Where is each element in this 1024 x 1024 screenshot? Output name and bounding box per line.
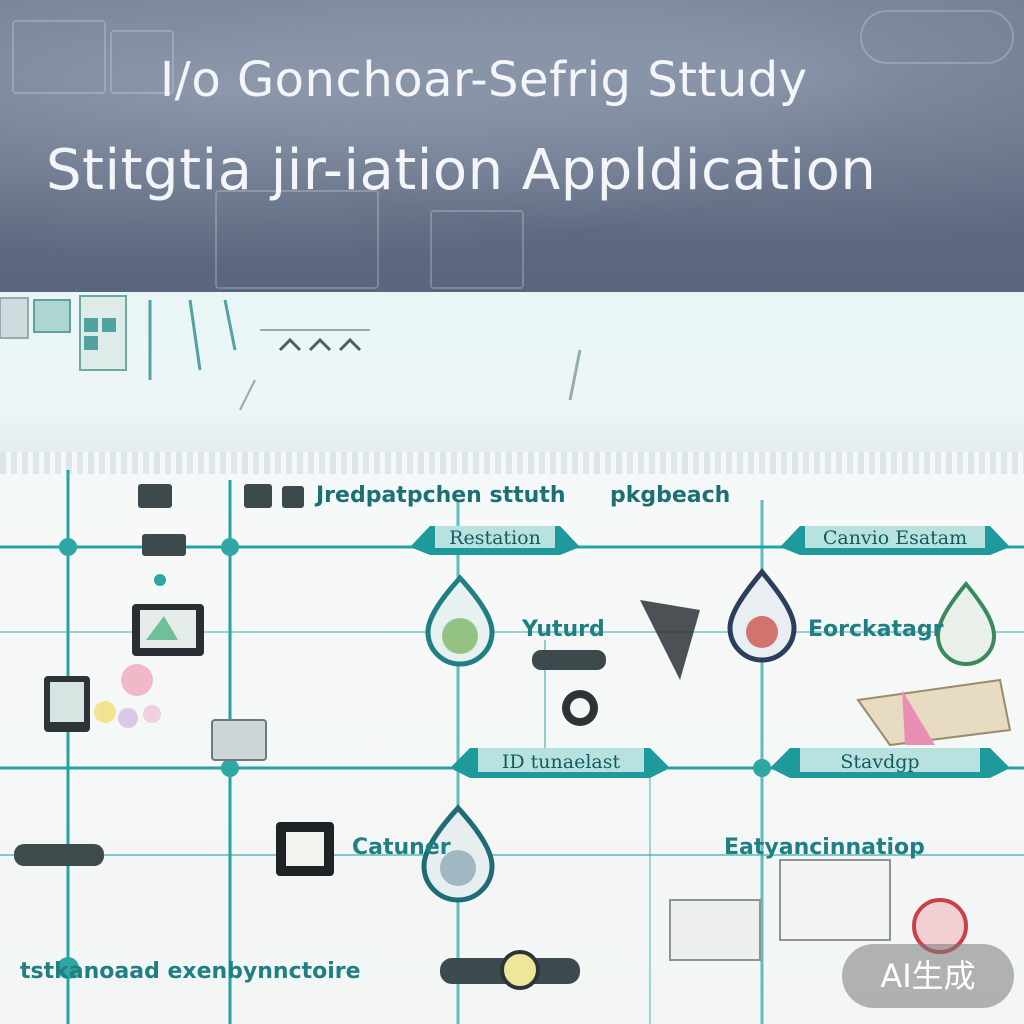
top-label-right: pkgbeach <box>610 483 730 508</box>
label-eatyanc: Eatyancinnatiop <box>724 835 925 860</box>
badge-canvio-label: Canvio Esatam <box>823 527 967 549</box>
badge-restation-label: Restation <box>449 527 541 549</box>
label-eorckatagr: Eorckatagr <box>808 617 944 642</box>
badge-canvio: Canvio Esatam <box>780 526 1010 555</box>
label-yuturd: Yuturd <box>521 617 605 642</box>
drop-icon <box>428 578 492 664</box>
drop-icon <box>730 572 794 660</box>
badge-restation: Restation <box>410 526 580 555</box>
badge-stavdgp-label: Stavdgp <box>840 751 919 773</box>
label-bottom: tstkanoaad exenbynnctoire <box>20 959 361 984</box>
label-catuner: Catuner <box>352 835 451 860</box>
badge-tunaelast-label: ID tunaelast <box>502 751 621 773</box>
ai-generated-watermark: AI生成 <box>842 944 1014 1008</box>
device-icons <box>14 600 1010 988</box>
badge-tunaelast: ID tunaelast <box>450 748 670 778</box>
badge-stavdgp: Stavdgp <box>770 748 1010 778</box>
drop-icon <box>938 584 994 664</box>
top-label-left: Jredpatpchen sttuth <box>314 483 565 508</box>
strip-decoration <box>0 296 580 410</box>
top-icons <box>138 484 304 586</box>
